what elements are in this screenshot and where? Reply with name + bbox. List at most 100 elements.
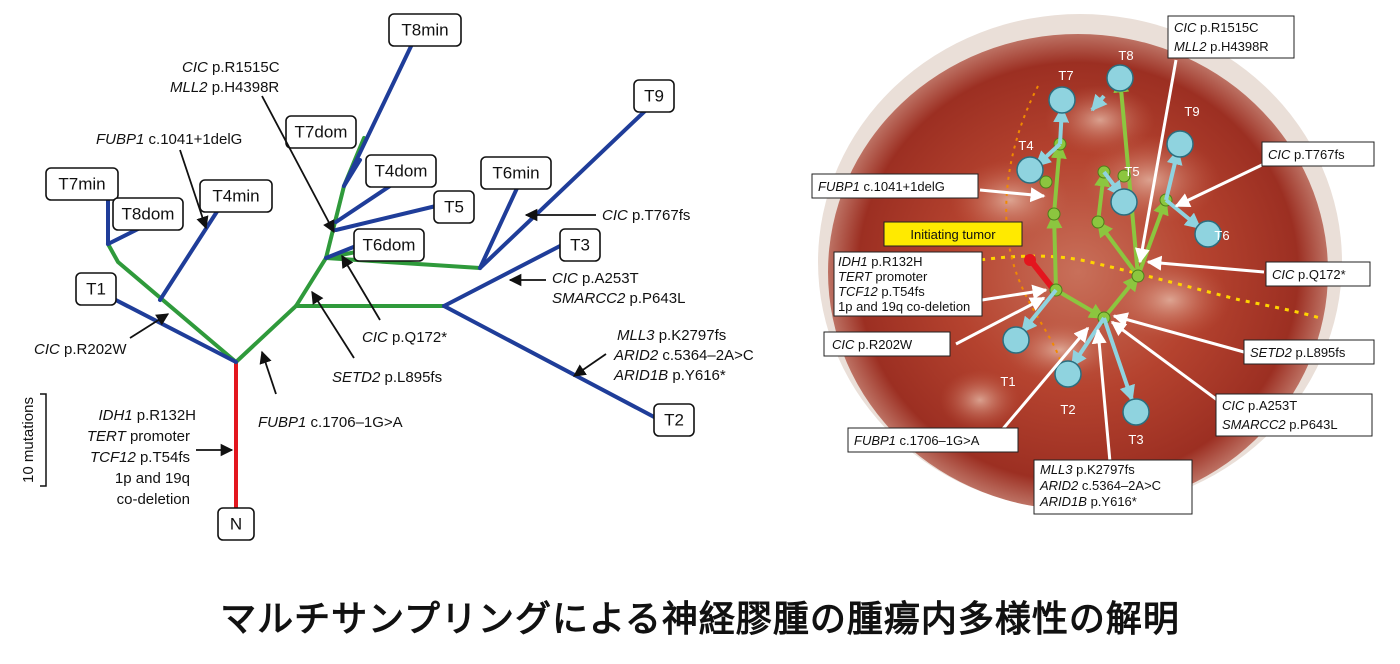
tree-node-T2: T2 — [653, 403, 695, 437]
ann-cic-r1515c: CIC p.R1515C — [182, 59, 280, 76]
ann-codel-2: co-deletion — [117, 491, 190, 508]
svg-text:T6min: T6min — [492, 164, 539, 183]
svg-text:CIC p.A253T: CIC p.A253T — [1222, 398, 1297, 413]
svg-text:T6: T6 — [1214, 228, 1229, 243]
ann-cic-a253: CIC p.A253T — [552, 270, 639, 287]
svg-text:T2: T2 — [1060, 402, 1075, 417]
brain-photo: T7 T8 T9 T4 T5 T6 T1 T2 T3 CIC p.R1515C … — [811, 14, 1375, 515]
sample-T9: T9 — [1166, 104, 1200, 158]
tree-node-T6dom: T6dom — [353, 228, 425, 262]
sample-T6: T6 — [1194, 220, 1230, 248]
sample-T2: T2 — [1054, 360, 1082, 417]
svg-text:TCF12 p.T54fs: TCF12 p.T54fs — [838, 284, 925, 299]
svg-text:IDH1 p.R132H: IDH1 p.R132H — [838, 254, 923, 269]
tree-node-T3: T3 — [559, 228, 601, 262]
label-mll3: MLL3 p.K2797fs ARID2 c.5364–2A>C ARID1B … — [1033, 459, 1193, 515]
svg-text:T7min: T7min — [58, 175, 105, 194]
label-initiating-mutations: IDH1 p.R132H TERT promoter TCF12 p.T54fs… — [833, 251, 983, 317]
ann-mll2: MLL2 p.H4398R — [170, 79, 279, 96]
svg-text:T4min: T4min — [212, 187, 259, 206]
ann-codel-1: 1p and 19q — [115, 470, 190, 487]
svg-text:FUBP1 c.1706–1G>A: FUBP1 c.1706–1G>A — [854, 433, 980, 448]
pointer-lines — [955, 59, 1265, 463]
label-cic-a253: CIC p.A253T SMARCC2 p.P643L — [1215, 393, 1373, 437]
svg-text:T3: T3 — [1128, 432, 1143, 447]
svg-text:CIC p.T767fs: CIC p.T767fs — [1268, 147, 1345, 162]
svg-text:N: N — [230, 515, 242, 534]
ann-tcf12: TCF12 p.T54fs — [90, 449, 190, 466]
tree-node-T7min: T7min — [45, 167, 119, 201]
svg-text:T1: T1 — [86, 280, 106, 299]
svg-text:T6dom: T6dom — [363, 236, 416, 255]
ann-arid2: ARID2 c.5364–2A>C — [613, 347, 754, 364]
svg-text:T1: T1 — [1000, 374, 1015, 389]
sample-T7: T7 — [1048, 68, 1076, 114]
svg-text:T5: T5 — [444, 198, 464, 217]
label-fubp1-1706: FUBP1 c.1706–1G>A — [847, 427, 1019, 453]
scale-bar: 10 mutations — [20, 393, 47, 487]
ann-cic-r202: CIC p.R202W — [34, 341, 127, 358]
svg-text:SMARCC2 p.P643L: SMARCC2 p.P643L — [1222, 417, 1338, 432]
label-cic-r1515c: CIC p.R1515C MLL2 p.H4398R — [1167, 15, 1295, 59]
svg-text:10 mutations: 10 mutations — [20, 397, 37, 483]
ann-mll3: MLL3 p.K2797fs — [617, 327, 726, 344]
initiating-dot — [1024, 254, 1036, 266]
private-branches — [106, 38, 658, 420]
svg-text:FUBP1 c.1041+1delG: FUBP1 c.1041+1delG — [818, 179, 945, 194]
svg-text:ARID1B p.Y616*: ARID1B p.Y616* — [1039, 494, 1137, 509]
phylogenetic-tree: T8min T7dom T4dom T5 T6dom T6min T9 T3 — [20, 13, 754, 541]
svg-text:T5: T5 — [1124, 164, 1139, 179]
tree-node-T6min: T6min — [480, 156, 552, 190]
tree-node-T8dom: T8dom — [112, 197, 184, 231]
svg-text:T9: T9 — [1184, 104, 1199, 119]
svg-text:T4dom: T4dom — [375, 162, 428, 181]
ann-idh1: IDH1 p.R132H — [98, 407, 196, 424]
ann-fubp1-1041: FUBP1 c.1041+1delG — [96, 131, 242, 148]
label-cic-q172: CIC p.Q172* — [1265, 261, 1371, 287]
tree-node-T7dom: T7dom — [285, 115, 357, 149]
svg-text:TERT promoter: TERT promoter — [838, 269, 928, 284]
orange-boundary — [1005, 85, 1061, 361]
svg-text:MLL3 p.K2797fs: MLL3 p.K2797fs — [1040, 462, 1135, 477]
svg-text:T7: T7 — [1058, 68, 1073, 83]
svg-text:MLL2 p.H4398R: MLL2 p.H4398R — [1174, 39, 1269, 54]
svg-text:1p and 19q co-deletion: 1p and 19q co-deletion — [838, 299, 970, 314]
sample-T5: T5 — [1110, 164, 1140, 216]
ann-cic-q172: CIC p.Q172* — [362, 329, 447, 346]
sample-T8: T8 — [1106, 48, 1134, 92]
ann-arid1b: ARID1B p.Y616* — [613, 367, 726, 384]
label-setd2: SETD2 p.L895fs — [1243, 339, 1375, 365]
svg-text:CIC p.R1515C: CIC p.R1515C — [1174, 20, 1259, 35]
svg-text:Initiating tumor: Initiating tumor — [910, 227, 996, 242]
svg-text:SETD2 p.L895fs: SETD2 p.L895fs — [1250, 345, 1346, 360]
label-fubp1-1041: FUBP1 c.1041+1delG — [811, 173, 979, 199]
svg-text:T8dom: T8dom — [122, 205, 175, 224]
tree-node-T9: T9 — [633, 79, 675, 113]
label-cic-r202: CIC p.R202W — [823, 331, 951, 357]
tree-node-T4min: T4min — [199, 179, 273, 213]
svg-text:CIC p.Q172*: CIC p.Q172* — [1272, 267, 1346, 282]
tree-node-T1: T1 — [75, 272, 117, 306]
initiating-tumor-label: Initiating tumor — [883, 221, 1023, 247]
svg-text:T2: T2 — [664, 411, 684, 430]
svg-text:T8min: T8min — [401, 21, 448, 40]
tree-node-T4dom: T4dom — [365, 154, 437, 188]
figure-caption: マルチサンプリングによる神経膠腫の腫瘍内多様性の解明 — [220, 599, 1180, 640]
svg-text:T8: T8 — [1118, 48, 1133, 63]
svg-text:CIC p.R202W: CIC p.R202W — [832, 337, 913, 352]
tree-node-N: N — [217, 507, 255, 541]
figure-svg: T8min T7dom T4dom T5 T6dom T6min T9 T3 — [20, 13, 1375, 541]
sample-T4: T4 — [1016, 138, 1044, 184]
svg-text:T7dom: T7dom — [295, 123, 348, 142]
tree-node-T5: T5 — [433, 190, 475, 224]
ann-smarcc2: SMARCC2 p.P643L — [552, 290, 685, 307]
sample-T1: T1 — [1000, 326, 1030, 389]
sample-T3: T3 — [1122, 398, 1150, 447]
label-cic-t767: CIC p.T767fs — [1261, 141, 1375, 167]
svg-text:T9: T9 — [644, 87, 664, 106]
ann-tert: TERT promoter — [87, 428, 190, 445]
svg-text:T4: T4 — [1018, 138, 1033, 153]
tree-node-T8min: T8min — [388, 13, 462, 47]
initiating-segment — [1029, 260, 1057, 292]
